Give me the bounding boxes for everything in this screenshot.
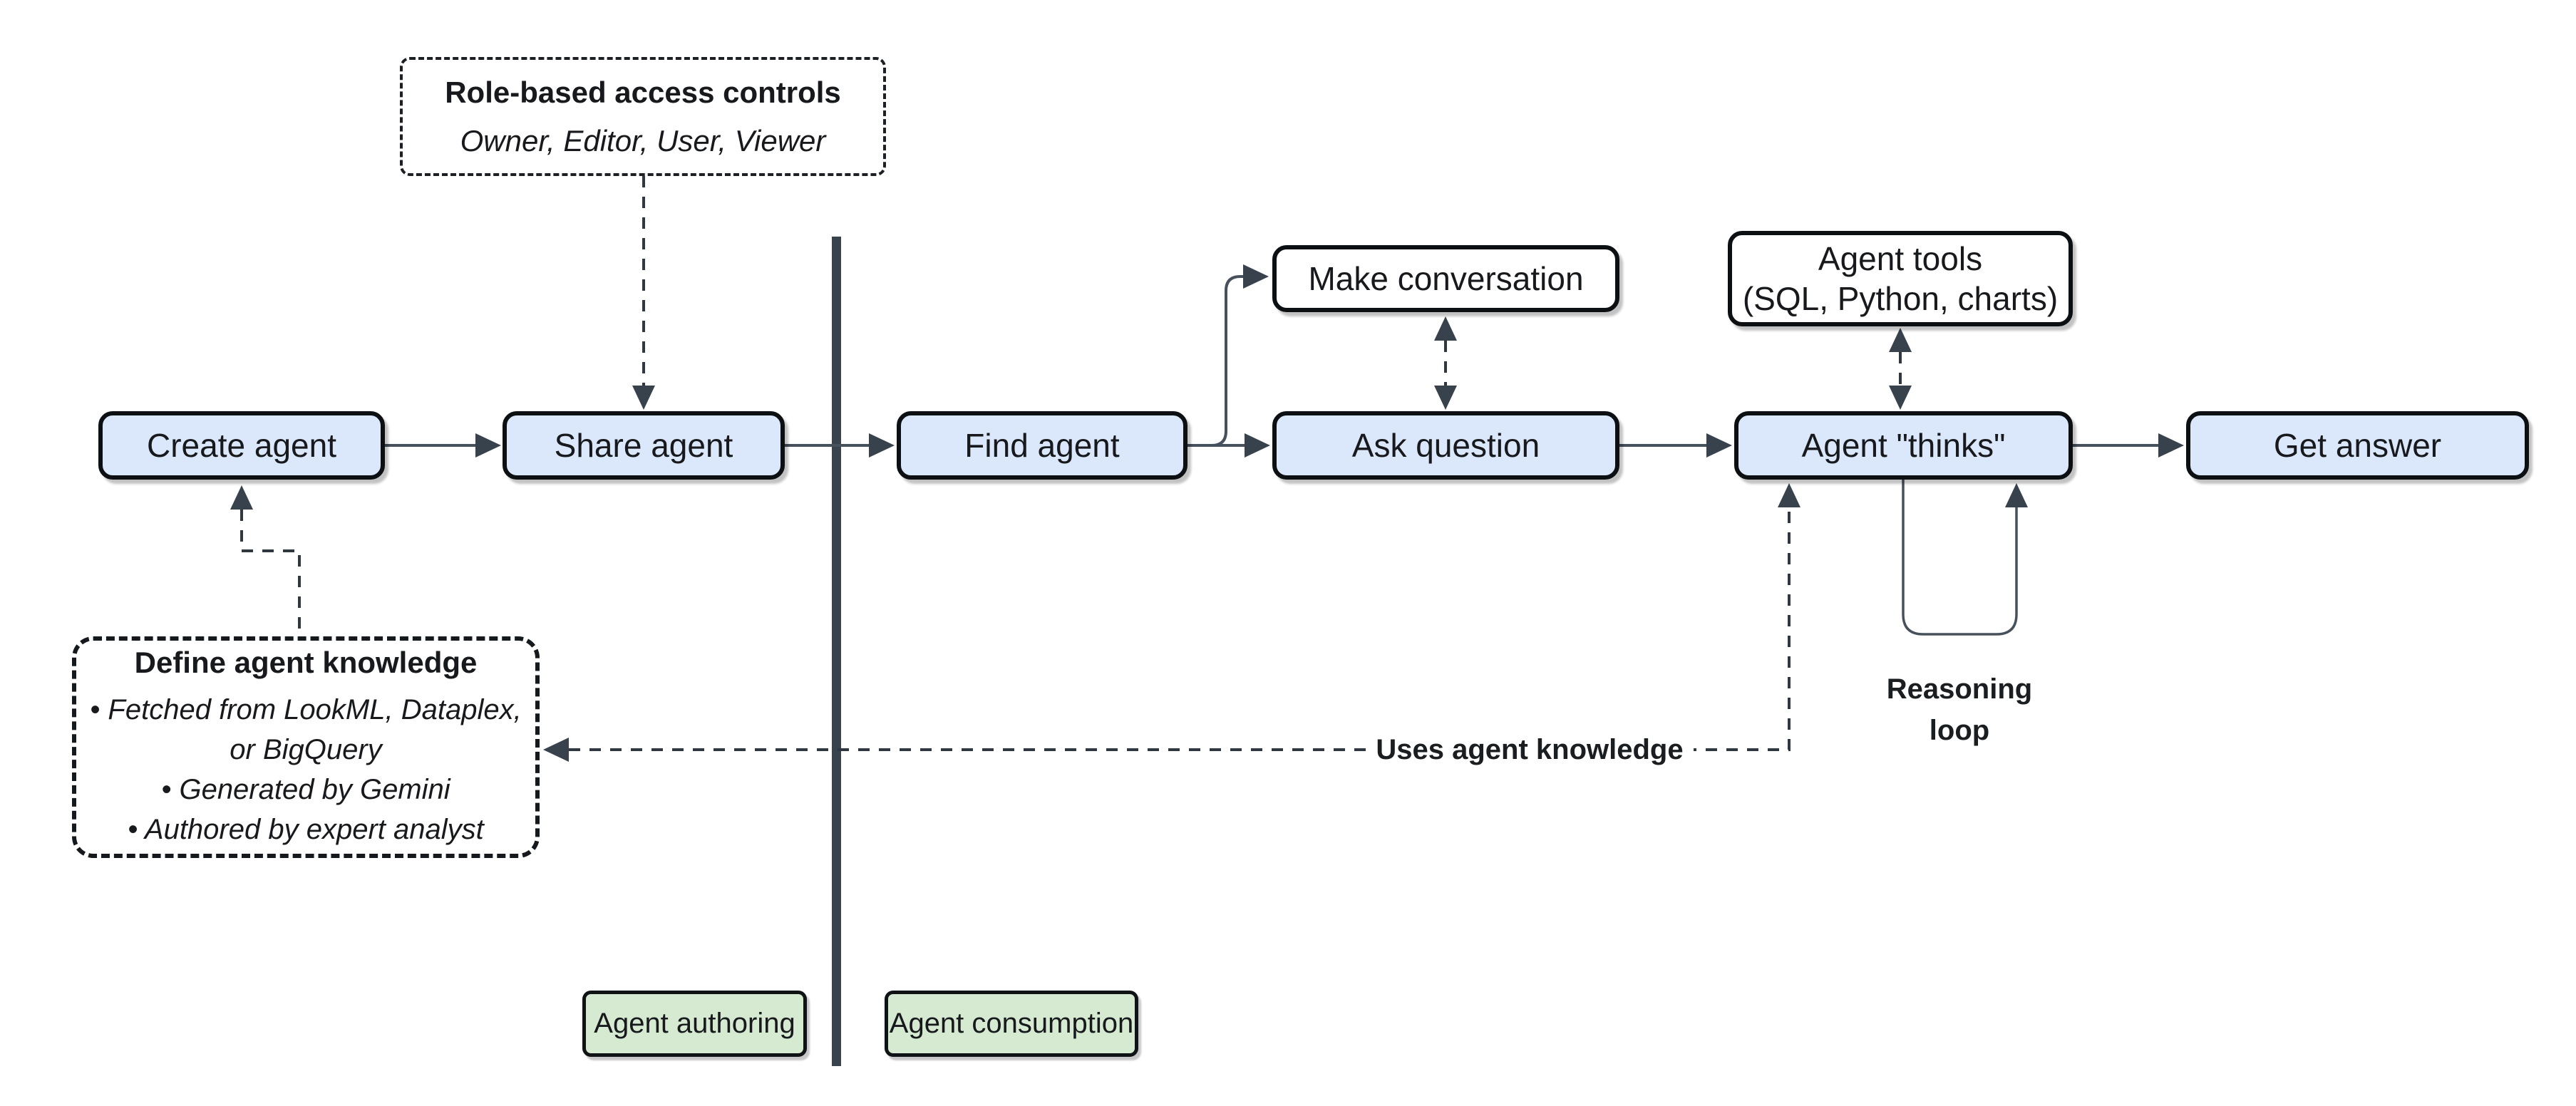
node-make-conversation: Make conversation bbox=[1272, 245, 1619, 312]
dashed-connectors bbox=[240, 176, 1902, 751]
label-reasoning-loop: Reasoning loop bbox=[1886, 673, 2033, 746]
dashed-uses-knowledge bbox=[569, 507, 1791, 751]
role-access-title: Role-based access controls bbox=[445, 75, 841, 109]
section-divider-line bbox=[832, 237, 841, 1066]
tag-agent-authoring: Agent authoring bbox=[582, 991, 807, 1057]
define-knowledge-bullets: Fetched from LookML, Dataplex, or BigQue… bbox=[90, 690, 521, 849]
node-find-agent: Find agent bbox=[897, 411, 1187, 480]
node-get-answer: Get answer bbox=[2186, 411, 2529, 480]
label-uses-agent-knowledge: Uses agent knowledge bbox=[1366, 733, 1694, 767]
dashed-define-to-create bbox=[240, 510, 301, 636]
bullet-fetched: Fetched from LookML, Dataplex, or BigQue… bbox=[90, 690, 521, 770]
arrow-branch-to-make-conversation bbox=[1187, 275, 1243, 447]
tag-agent-consumption: Agent consumption bbox=[885, 991, 1138, 1057]
solid-connectors bbox=[385, 275, 2158, 636]
node-share-agent: Share agent bbox=[503, 411, 785, 480]
bullet-generated: Generated by Gemini bbox=[90, 770, 521, 810]
define-knowledge-title: Define agent knowledge bbox=[134, 645, 478, 679]
reasoning-loop-path bbox=[1902, 480, 2018, 636]
note-define-knowledge: Define agent knowledge Fetched from Look… bbox=[72, 636, 540, 858]
arrowheads bbox=[230, 264, 2184, 762]
role-access-roles: Owner, Editor, User, Viewer bbox=[460, 123, 826, 157]
node-agent-tools: Agent tools (SQL, Python, charts) bbox=[1728, 231, 2073, 326]
bullet-authored: Authored by expert analyst bbox=[90, 810, 521, 849]
node-create-agent: Create agent bbox=[98, 411, 385, 480]
note-role-based-access: Role-based access controls Owner, Editor… bbox=[400, 57, 886, 176]
node-ask-question: Ask question bbox=[1272, 411, 1619, 480]
node-agent-thinks: Agent "thinks" bbox=[1734, 411, 2073, 480]
